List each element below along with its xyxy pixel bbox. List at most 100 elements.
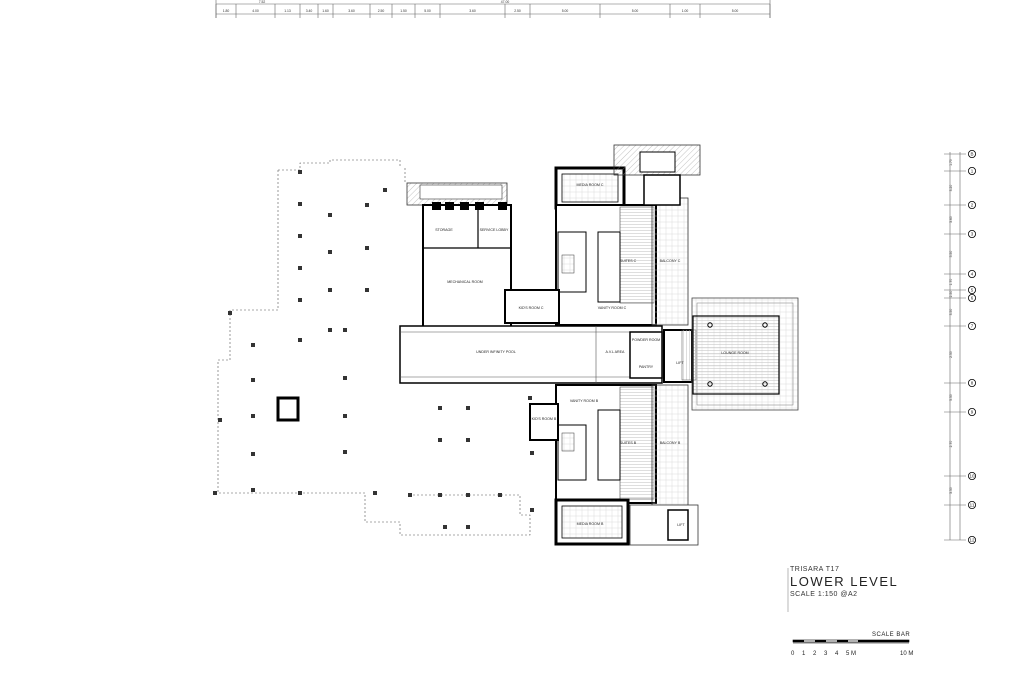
right-dimension-8: 2.50 <box>949 351 953 358</box>
label-vanity-room-b: VANITY ROOM B <box>570 399 599 403</box>
top-dimension-1: 1.80 <box>223 9 230 13</box>
column <box>343 328 347 332</box>
label-kids-room-b: KID'S ROOM B <box>532 417 557 421</box>
top-dimension-15: 5.00 <box>732 9 739 13</box>
structural-columns <box>213 170 534 529</box>
right-dimension-2: 3.20 <box>949 185 953 192</box>
overall-dimension-total: 47.00 <box>501 0 510 4</box>
grid-bubble <box>968 293 977 302</box>
column <box>298 491 302 495</box>
label-lift-b: LIFT <box>677 523 685 527</box>
right-dimension-5: 1.70 <box>949 279 953 286</box>
column <box>328 328 332 332</box>
label-suites-b: SUITES B <box>620 441 637 445</box>
column <box>443 525 447 529</box>
top-dimension-12: 5.00 <box>562 9 569 13</box>
label-suites-c: SUITES C <box>620 259 637 263</box>
column <box>251 378 255 382</box>
project-name: TRISARA T17 <box>790 566 840 573</box>
room-labels: MEDIA ROOM C STORAGE SERVICE LOBBY MECHA… <box>435 183 748 527</box>
grid-bubble-label: 5 <box>971 288 974 293</box>
column <box>438 493 442 497</box>
right-dimension-11: 3.50 <box>949 487 953 494</box>
column <box>438 406 442 410</box>
grid-bubble <box>968 166 977 175</box>
grid-bubble-label: 12 <box>969 538 975 543</box>
column <box>528 396 532 400</box>
scale-tick-1: 1 <box>802 651 806 657</box>
column <box>466 525 470 529</box>
overall-dimension-left: 7.52 <box>259 0 266 4</box>
service-block <box>406 182 512 328</box>
grid-bubble-label: 4 <box>971 272 974 277</box>
grid-bubble-label: 10 <box>969 474 975 479</box>
grid-bubble-label: 2 <box>971 203 974 208</box>
column <box>251 488 255 492</box>
right-dimension-3: 3.60 <box>949 216 953 223</box>
label-av-area: A.V.L AREA <box>606 350 626 354</box>
column <box>298 202 302 206</box>
column <box>438 438 442 442</box>
grid-bubble <box>968 471 977 480</box>
label-balcony-b: BALCONY B <box>660 441 681 445</box>
grid-bubble <box>968 200 977 209</box>
top-dimension-3: 1.13 <box>284 9 291 13</box>
grid-bubble-label: 9 <box>971 410 974 415</box>
column <box>466 406 470 410</box>
right-dimension-1: 1.70 <box>949 159 953 166</box>
grid-bubble <box>968 321 977 330</box>
grid-bubble-label: 1 <box>971 169 974 174</box>
column <box>498 493 502 497</box>
suite-b-wing <box>529 384 699 546</box>
label-storage: STORAGE <box>435 228 453 232</box>
label-lift: LIFT <box>676 361 684 365</box>
column <box>466 493 470 497</box>
title-block: TRISARA T17 LOWER LEVEL SCALE 1:150 @A2 <box>790 566 950 598</box>
top-dimension-2: 4.00 <box>252 9 259 13</box>
square-skylight <box>276 396 300 422</box>
grid-bubble <box>968 407 977 416</box>
grid-bubble <box>968 536 977 545</box>
suite-c-wing <box>504 144 701 326</box>
column <box>365 246 369 250</box>
scale-tick-4: 4 <box>835 651 839 657</box>
top-dimension-4: 3.40 <box>306 9 313 13</box>
grid-bubble-label: 7 <box>971 324 974 329</box>
right-dimension-9: 5.50 <box>949 394 953 401</box>
column <box>218 418 222 422</box>
scale-tick-3: 3 <box>824 651 828 657</box>
right-grid-string: B1234567891011121.703.203.605.501.702.50… <box>944 149 977 545</box>
label-kids-room-c: KID'S ROOM C <box>519 306 544 310</box>
right-dimension-4: 5.50 <box>949 251 953 258</box>
lounge-pavilion <box>691 297 799 411</box>
column <box>251 414 255 418</box>
column <box>298 298 302 302</box>
grid-bubble-label: 6 <box>971 296 974 301</box>
top-dimension-8: 1.50 <box>400 9 407 13</box>
scale-tick-0: 0 <box>791 651 795 657</box>
column <box>251 343 255 347</box>
grid-bubble <box>968 378 977 387</box>
column <box>251 452 255 456</box>
top-dimension-5: 1.60 <box>322 9 329 13</box>
column <box>328 213 332 217</box>
grid-bubble-label: 8 <box>971 381 974 386</box>
grid-bubble <box>968 149 977 158</box>
column <box>530 508 534 512</box>
column <box>383 188 387 192</box>
label-powder-room: POWDER ROOM <box>632 338 660 342</box>
grid-bubble-label: 3 <box>971 232 974 237</box>
scale-tick-2: 2 <box>813 651 817 657</box>
column <box>530 451 534 455</box>
top-dimension-14: 1.00 <box>682 9 689 13</box>
sheet-title: LOWER LEVEL <box>790 574 899 589</box>
column <box>373 491 377 495</box>
label-pantry: PANTRY <box>639 365 654 369</box>
grid-bubble <box>968 285 977 294</box>
column <box>213 491 217 495</box>
label-media-room-c: MEDIA ROOM C <box>577 183 604 187</box>
column <box>343 450 347 454</box>
right-dimension-6: 2.50 <box>949 291 953 298</box>
